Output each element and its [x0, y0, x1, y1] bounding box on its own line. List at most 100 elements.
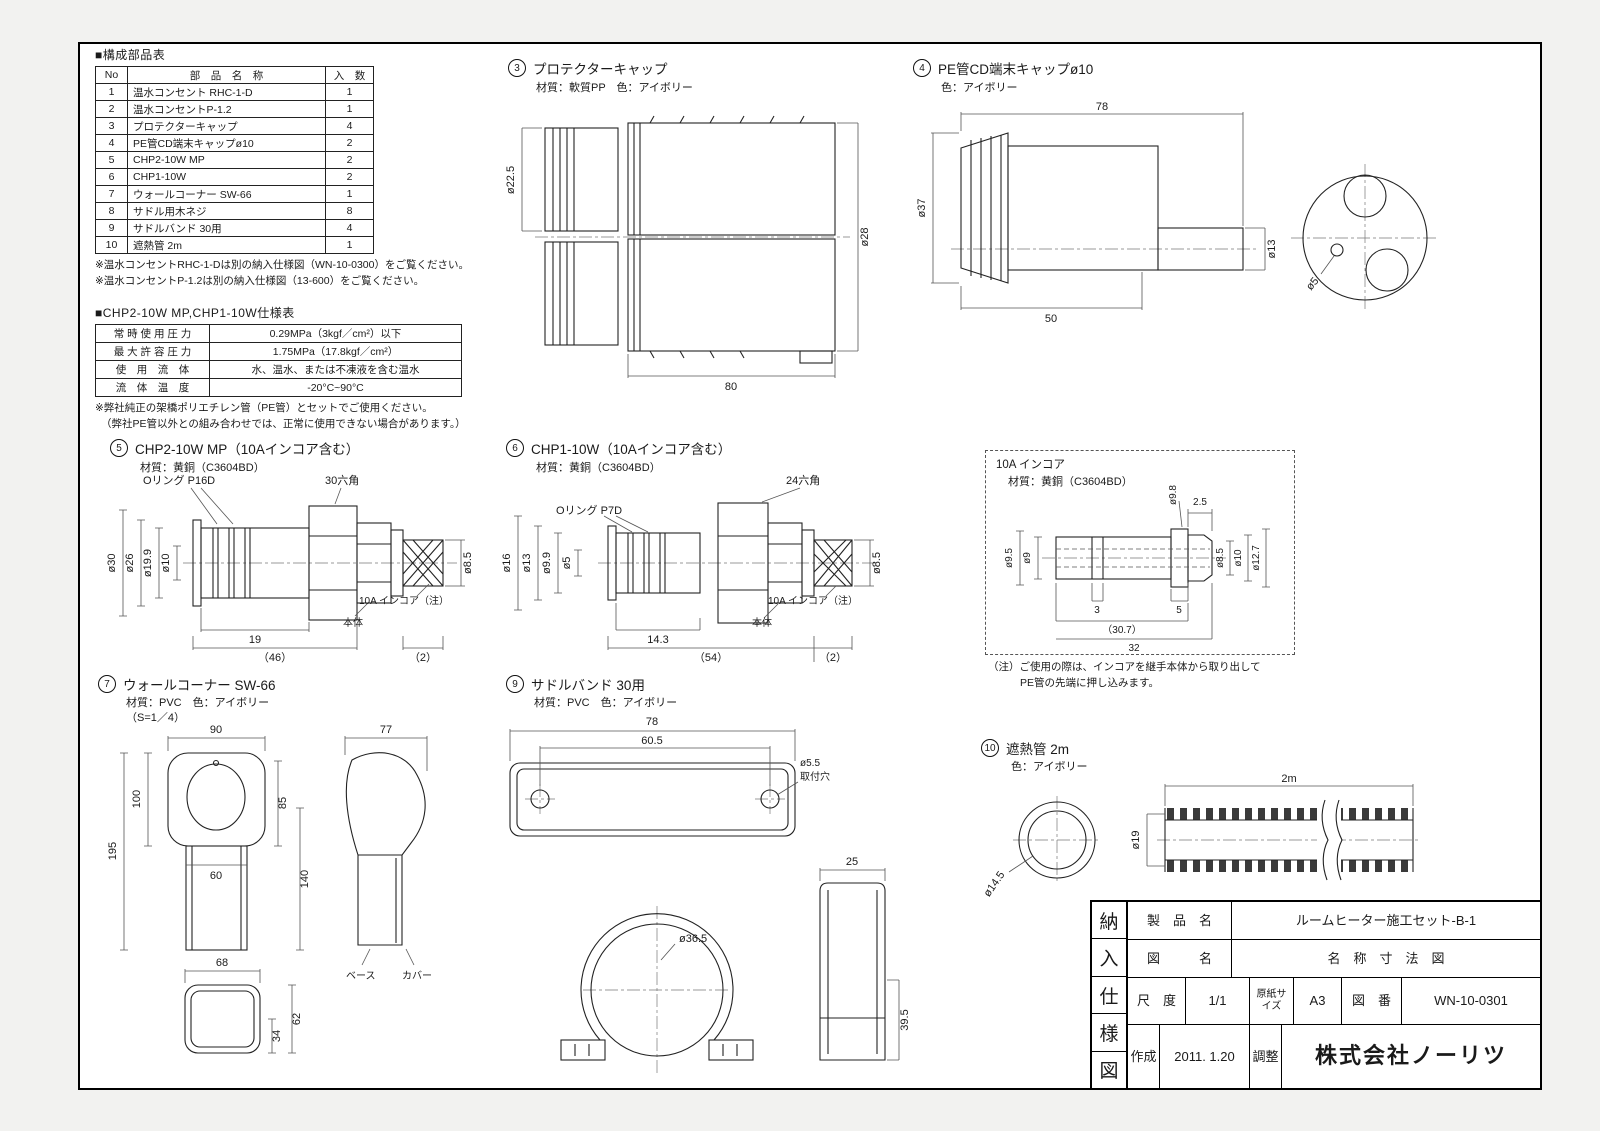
spec-label: 流 体 温 度 [95, 378, 210, 397]
dim-od37: ø37 [916, 199, 928, 218]
dim-46: （46） [258, 651, 292, 664]
saddle-outline [509, 762, 886, 1061]
dimension-lines [120, 736, 428, 1054]
dim-39-5: 39.5 [899, 1009, 911, 1030]
cell-name: PE管CD端末キャップø10 [127, 134, 326, 152]
section10-header: 10 遮熱管 2m [981, 738, 1069, 758]
dim-85: 85 [277, 797, 289, 809]
dim-od16: ø16 [501, 554, 513, 573]
doc-type-char: 入 [1092, 939, 1126, 977]
col-qty: 入 数 [325, 66, 374, 84]
part-material-7: 材質：PVC 色：アイボリー [126, 697, 270, 709]
part-material-9: 材質：PVC 色：アイボリー [534, 697, 678, 709]
cell-name: 温水コンセント RHC-1-D [127, 83, 326, 101]
hole-label: 取付穴 [800, 770, 830, 783]
spec-row: 使 用 流 体水、温水、または不凍液を含む温水 [95, 360, 462, 379]
part-material-6: 材質：黄銅（C3604BD） [536, 462, 661, 474]
hex-label: 24六角 [786, 474, 820, 487]
chp1-drawing: ø16 ø13 ø9.9 ø5 ø8.5 14.3 （54） （2） Oリング … [501, 474, 883, 664]
centerlines [1013, 796, 1421, 884]
dim-5: 5 [1176, 605, 1182, 616]
scale-label: 尺 度 [1128, 978, 1186, 1024]
cell-no: 3 [95, 117, 128, 135]
dim-od14-5: ø14.5 [982, 869, 1008, 897]
dim-od9-5: ø9.5 [1004, 548, 1015, 568]
spec-label: 使 用 流 体 [95, 360, 210, 379]
dim-80: 80 [725, 381, 737, 393]
part-number-7: 7 [98, 675, 116, 693]
part-title-6: CHP1-10W（10Aインコア含む） [531, 442, 732, 457]
dim-od13: ø13 [521, 554, 533, 573]
cell-qty: 1 [325, 83, 374, 101]
incore-note: （注）ご使用の際は、インコアを継手本体から取り出して PE管の先端に押し込みます… [988, 660, 1261, 692]
incore-label: 10A インコア（注） [768, 594, 858, 607]
part-material-5: 材質：黄銅（C3604BD） [140, 462, 265, 474]
part-title-3: プロテクターキャップ [533, 62, 668, 77]
cell-no: 6 [95, 168, 128, 186]
cell-no: 10 [95, 236, 128, 254]
dim-77: 77 [380, 724, 392, 736]
dimension-lines [1016, 500, 1270, 640]
dim-34: 34 [271, 1030, 283, 1042]
centerlines [951, 164, 1439, 312]
pe-cap-drawing: 78 ø37 ø13 50 ø5 [916, 101, 1439, 325]
shield-tube-drawing: 2m ø19 ø14.5 [982, 773, 1421, 897]
body-label: 本体 [752, 616, 772, 629]
cell-qty: 2 [325, 134, 374, 152]
dim-od9-8: ø9.8 [1168, 485, 1179, 505]
tube-outline [1018, 801, 1414, 879]
incore-note-line1: （注）ご使用の際は、インコアを継手本体から取り出して [988, 661, 1261, 673]
dim-25: 25 [846, 856, 858, 868]
cell-qty: 1 [325, 236, 374, 254]
dim-19: 19 [249, 634, 261, 646]
title-block: 納 入 仕 様 図 製 品 名 ルームヒーター施工セット-B-1 図 名 名 称… [1090, 900, 1542, 1090]
dim-54: （54） [694, 651, 728, 664]
dim-62: 62 [291, 1013, 303, 1025]
adjust-label: 調整 [1250, 1025, 1282, 1088]
drawing-name: 名 称 寸 法 図 [1327, 950, 1445, 966]
pe-cap-outline [960, 132, 1428, 301]
chp2-drawing: ø30 ø26 ø19.9 ø10 ø8.5 19 （46） （2） Oリング … [106, 473, 474, 664]
dim-od10: ø10 [160, 554, 172, 573]
dimension-lines [521, 122, 859, 378]
paper-size-label: 原紙サイズ [1250, 978, 1294, 1024]
spec-row: 流 体 温 度-20°C~90°C [95, 378, 462, 397]
cell-qty: 4 [325, 219, 374, 237]
dim-od13: ø13 [1266, 240, 1278, 259]
part-number-4: 4 [913, 59, 931, 77]
part-number-10: 10 [981, 739, 999, 757]
cell-name: 温水コンセントP-1.2 [127, 100, 326, 118]
hex-label: 30六角 [325, 474, 359, 487]
incore-label: 10A インコア（注） [359, 594, 449, 607]
product-label: 製 品 名 [1128, 902, 1232, 939]
incore-material: 材質：黄銅（C3604BD） [1008, 476, 1133, 488]
drawing-number-label: 図 番 [1342, 978, 1402, 1024]
oring-label: Oリング P7D [556, 503, 622, 517]
dim-od10: ø10 [1233, 549, 1244, 567]
dim-2-5: 2.5 [1193, 497, 1207, 508]
doc-type-char: 納 [1092, 902, 1126, 940]
dim-od12-7: ø12.7 [1251, 545, 1262, 571]
cell-name: 遮熱管 2m [127, 236, 326, 254]
created-label: 作成 [1128, 1025, 1160, 1088]
cell-qty: 1 [325, 185, 374, 203]
dim-68: 68 [216, 957, 228, 969]
chp2-outline [192, 505, 444, 621]
drawing-name-row: 図 名 名 称 寸 法 図 [1128, 940, 1540, 978]
protector-cap-outline [544, 115, 836, 364]
company-name: 株式会社ノーリツ [1314, 1043, 1507, 1069]
dim-78: 78 [1096, 101, 1108, 113]
dimension-lines [509, 729, 900, 1061]
title-block-main: 製 品 名 ルームヒーター施工セット-B-1 図 名 名 称 寸 法 図 尺 度… [1128, 902, 1540, 1088]
cell-name: CHP1-10W [127, 168, 326, 186]
break-lines [1321, 799, 1343, 881]
spec-note-1: ※弊社純正の架橋ポリエチレン管（PE管）とセットでご使用ください。 [95, 402, 433, 414]
parts-note-1: ※温水コンセントRHC-1-Dは別の納入仕様図（WN-10-0300）をご覧くだ… [95, 259, 469, 271]
